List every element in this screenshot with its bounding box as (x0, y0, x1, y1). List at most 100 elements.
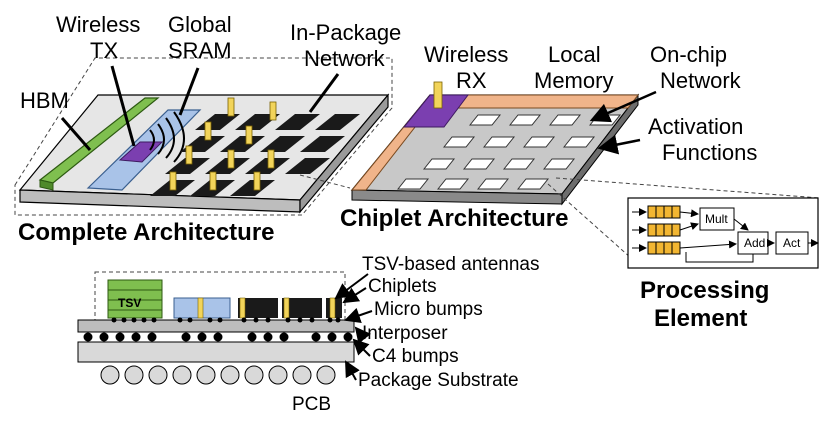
antenna-icon (267, 149, 275, 169)
chiplet-architecture-title: Chiplet Architecture (340, 205, 568, 232)
antenna-icon (253, 171, 261, 191)
antenna-icon (185, 145, 193, 165)
antenna-icon (227, 97, 235, 117)
chiplet (315, 114, 360, 130)
activation-functions-label-line1: Activation (648, 114, 743, 139)
hbm-label: HBM (20, 88, 69, 113)
hbm-stack-layer (107, 309, 163, 319)
pe-tile (542, 158, 576, 170)
pcb-label: PCB (292, 394, 331, 415)
antenna-icon (209, 171, 217, 191)
pe-tile (468, 114, 502, 126)
antenna-icon (169, 171, 177, 191)
activation-functions-arrow (597, 134, 641, 155)
c4-bumps-label: C4 bumps (372, 346, 459, 367)
tsv-antenna-icon (197, 297, 204, 319)
on-chip-network-arrow (589, 90, 657, 123)
wireless-wave-icon (157, 123, 165, 155)
chiplet-architecture: Wireless RX Local Memory On-chip Network… (340, 42, 757, 232)
pe-tile (396, 178, 430, 190)
on-chip-network-label-line2: Network (660, 68, 742, 93)
pe-tile (462, 158, 496, 170)
wireless-wave-icon (173, 111, 185, 163)
antenna-icon (245, 125, 253, 145)
processing-element-title-line1: Processing (640, 277, 769, 304)
micro-bumps (111, 317, 341, 323)
package-substrate-layer (77, 341, 355, 363)
wireless-rx-label-line2: RX (456, 68, 487, 93)
chiplet (245, 158, 290, 174)
chiplet (220, 136, 265, 152)
antenna-icon (269, 101, 277, 121)
pe-tile (476, 178, 510, 190)
chiplet (260, 136, 305, 152)
antenna-group (169, 97, 277, 191)
pe-tile (482, 136, 516, 148)
antenna-icon (204, 121, 212, 141)
local-memory-label-line2: Memory (534, 68, 613, 93)
hbm-stack-layer (107, 279, 163, 291)
wireless-tx-label-line1: Wireless (56, 12, 140, 37)
pe-tile (516, 178, 550, 190)
hbm-pointer (60, 117, 92, 151)
chiplet (205, 158, 250, 174)
in-package-label-line1: In-Package (290, 20, 401, 45)
act-label: Act (783, 236, 801, 250)
tsv-antenna-icon (329, 297, 336, 319)
processing-element-title-line2: Element (654, 305, 747, 332)
chiplet (230, 180, 275, 196)
global-sram-pointer (178, 67, 200, 116)
chiplet-die (282, 298, 322, 318)
package-outline (14, 57, 393, 216)
pe-tile (548, 114, 582, 126)
wireless-tx-pointer (110, 65, 136, 147)
pe-tile (522, 136, 556, 148)
feedback-path (685, 252, 754, 263)
mult-label: Mult (705, 212, 728, 226)
chiplet (275, 114, 320, 130)
package-cross-section: TSV (77, 254, 539, 415)
global-sram-label-line2: SRAM (168, 38, 232, 63)
pe-tile (422, 158, 456, 170)
pcb-balls (100, 365, 336, 385)
c4-bumps (83, 332, 353, 342)
wireless-wave-icon (165, 117, 175, 159)
platform-side-edge (299, 93, 389, 214)
pe-tile (562, 136, 596, 148)
chiplet (165, 158, 210, 174)
complete-architecture: HBM Wireless TX Global SRAM In-Package N… (14, 12, 401, 246)
interposer-label: Interposer (362, 323, 448, 344)
wireless-wave-icon (149, 129, 155, 151)
pe-tile (508, 114, 542, 126)
tsv-label: TSV (118, 296, 141, 310)
hbm-block-side (39, 179, 54, 191)
zoom-connector (299, 174, 351, 189)
chiplets-label: Chiplets (368, 276, 437, 297)
tsv-antennas-label: TSV-based antennas (362, 254, 539, 275)
processing-element: Mult Add Act Processing Element (627, 197, 819, 332)
pe-fifos (647, 205, 681, 255)
pe-tile (436, 178, 470, 190)
pe-zoom-connector-2 (555, 177, 821, 199)
global-sram-label-line1: Global (168, 12, 232, 37)
add-label: Add (744, 236, 765, 250)
pe-tile (442, 136, 476, 148)
in-package-label-line2: Network (304, 46, 386, 71)
micro-bumps-label: Micro bumps (374, 299, 483, 320)
wireless-rx-block (402, 94, 469, 128)
chiplet-die (238, 298, 278, 318)
chiplet (285, 158, 330, 174)
interposer-layer (77, 319, 355, 333)
chiplet (300, 136, 345, 152)
pe-tile (502, 158, 536, 170)
antenna-icon (227, 149, 235, 169)
complete-architecture-title: Complete Architecture (18, 219, 275, 246)
tsv-antenna-icon (283, 297, 290, 319)
activation-functions-label-line2: Functions (662, 140, 757, 165)
wireless-rx-label-line1: Wireless (424, 42, 508, 67)
wireless-tx-label-line2: TX (90, 38, 118, 63)
package-substrate-label: Package Substrate (358, 370, 519, 391)
in-package-pointer (308, 73, 340, 113)
